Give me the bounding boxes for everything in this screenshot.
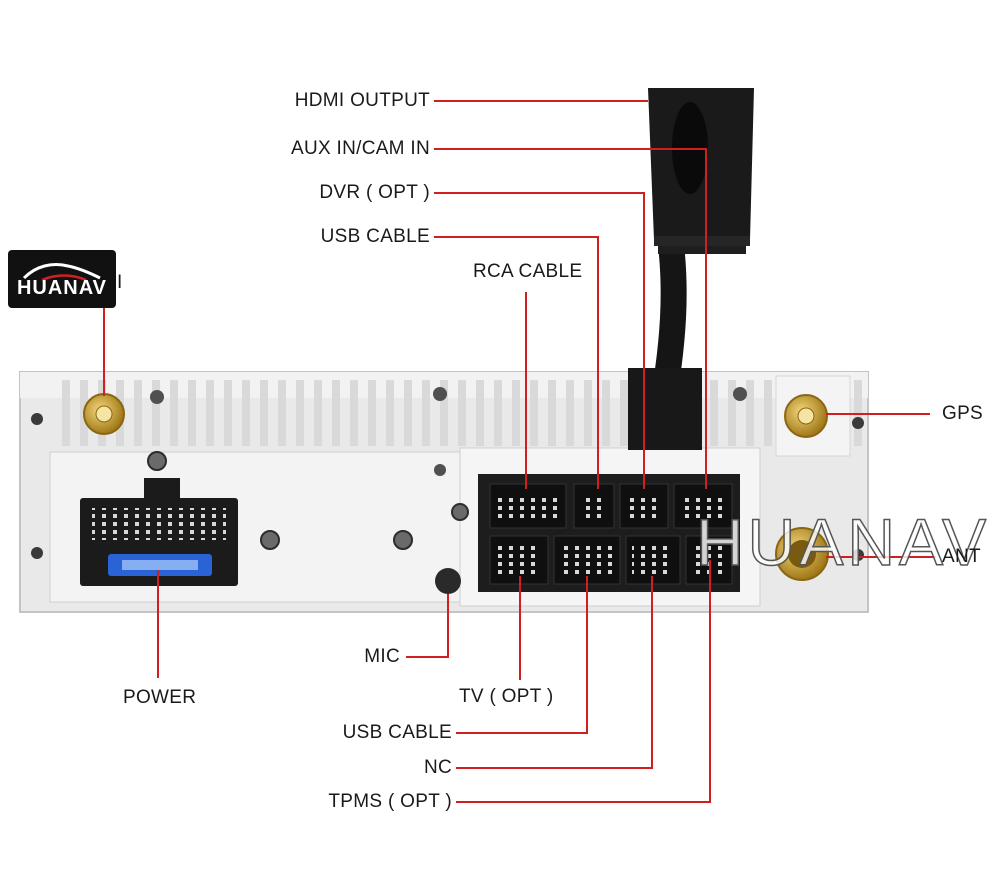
label-aux-in: AUX IN/CAM IN <box>290 138 430 159</box>
cooling-fin <box>368 380 376 446</box>
cooling-fin <box>566 380 574 446</box>
hdmi-cable <box>628 88 754 450</box>
cooling-fin <box>458 380 466 446</box>
cooling-fin <box>134 380 142 446</box>
radio-antenna <box>775 527 829 581</box>
logo-text: HUANAV <box>16 277 108 299</box>
cooling-fin <box>386 380 394 446</box>
watermark-text: HUANAV <box>695 504 991 580</box>
cooling-fin <box>206 380 214 446</box>
cooling-fin <box>152 380 160 446</box>
cooling-fin <box>602 380 610 446</box>
wifi-antenna <box>83 393 125 435</box>
cooling-fin <box>242 380 250 446</box>
cooling-fin <box>188 380 196 446</box>
logo-tail-text: I <box>117 272 123 293</box>
cooling-fin <box>62 380 70 446</box>
cooling-fin <box>350 380 358 446</box>
cooling-fin <box>296 380 304 446</box>
label-gps: GPS <box>942 403 984 424</box>
label-tv: TV ( OPT ) <box>459 686 554 707</box>
cooling-fin <box>494 380 502 446</box>
car-silhouette-icon <box>22 263 101 282</box>
label-usb-cable-top: USB CABLE <box>320 226 430 247</box>
label-usb-cable-bottom: USB CABLE <box>342 722 452 743</box>
cooling-fin <box>332 380 340 446</box>
cooling-fin <box>746 380 754 446</box>
leader-mic <box>406 594 449 658</box>
cooling-fin <box>314 380 322 446</box>
cooling-fin <box>476 380 484 446</box>
cooling-fin <box>260 380 268 446</box>
leader-lines <box>103 100 936 803</box>
label-power: POWER <box>123 687 197 708</box>
cooling-fin <box>584 380 592 446</box>
cooling-fin <box>404 380 412 446</box>
cooling-fin <box>530 380 538 446</box>
leader-tpms <box>456 560 711 803</box>
cooling-fin <box>440 380 448 446</box>
leader-usb-bottom <box>456 576 588 734</box>
leader-aux <box>434 148 707 489</box>
gps-antenna <box>784 394 828 438</box>
leader-usb-top <box>434 236 599 489</box>
cooling-fin <box>620 380 628 446</box>
label-dvr: DVR ( OPT ) <box>319 182 430 203</box>
cooling-fin <box>710 380 718 446</box>
leader-dvr <box>434 192 645 489</box>
cooling-fin <box>278 380 286 446</box>
label-hdmi-output: HDMI OUTPUT <box>294 90 430 111</box>
cooling-fin <box>548 380 556 446</box>
cooling-fin <box>422 380 430 446</box>
leader-nc <box>456 576 653 769</box>
power-connector <box>80 478 238 586</box>
cooling-fin <box>224 380 232 446</box>
cooling-fin <box>512 380 520 446</box>
cooling-fin <box>764 380 772 446</box>
label-mic: MIC <box>364 646 400 667</box>
cooling-fin <box>728 380 736 446</box>
label-tpms: TPMS ( OPT ) <box>328 791 452 812</box>
label-rca-cable: RCA CABLE <box>473 261 583 282</box>
cooling-fin <box>170 380 178 446</box>
label-nc: NC <box>423 757 452 778</box>
label-ant: ANT <box>942 546 981 567</box>
huanav-logo: HUANAV <box>8 250 116 308</box>
